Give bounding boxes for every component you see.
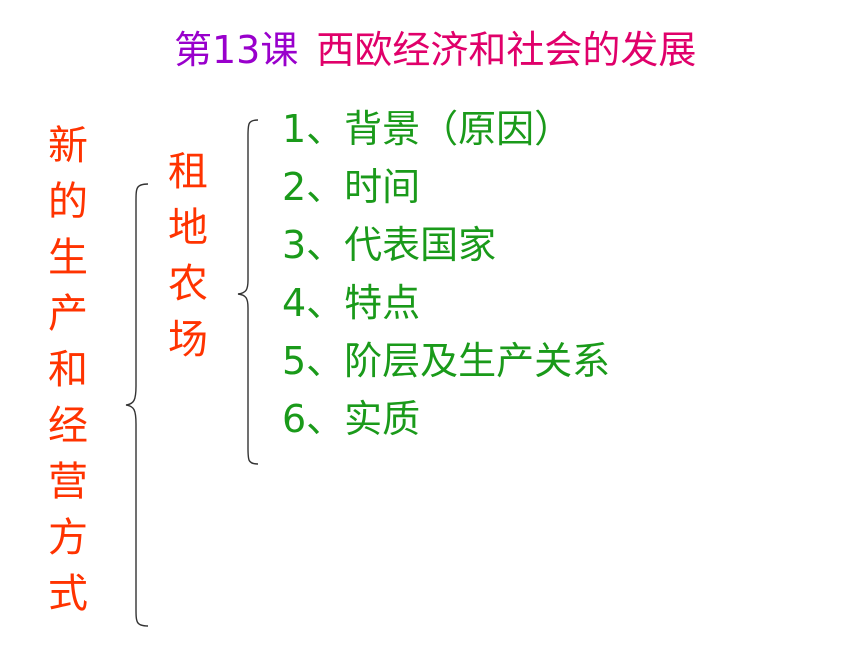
left-vertical-char: 和 xyxy=(48,347,88,393)
lesson-subject: 西欧经济和社会的发展 xyxy=(316,28,697,72)
left-vertical-char: 式 xyxy=(48,571,88,617)
mid-vertical-char: 租 xyxy=(168,149,208,195)
mid-vertical-char: 农 xyxy=(168,261,208,307)
left-vertical-char: 经 xyxy=(48,403,88,449)
left-vertical-label: 新 的 生 产 和 经 营 方 式 xyxy=(44,118,92,622)
topic-list: 1、背景（原因） 2、时间 3、代表国家 4、特点 5、阶层及生产关系 6、实质 xyxy=(282,100,610,448)
mid-vertical-char: 地 xyxy=(168,205,208,251)
topic-item-classes: 5、阶层及生产关系 xyxy=(282,339,611,383)
left-vertical-char: 新 xyxy=(48,123,88,169)
left-vertical-char: 生 xyxy=(48,235,88,281)
topic-item-background: 1、背景（原因） xyxy=(282,107,573,151)
topic-item-features: 4、特点 xyxy=(282,281,421,325)
topic-item-time: 2、时间 xyxy=(282,165,421,209)
outer-brace xyxy=(125,183,149,627)
left-vertical-char: 营 xyxy=(48,459,88,505)
topic-item-essence: 6、实质 xyxy=(282,397,421,441)
inner-brace xyxy=(237,119,259,465)
left-vertical-char: 的 xyxy=(48,179,88,225)
mid-vertical-label: 租 地 农 场 xyxy=(166,144,210,368)
topic-item-countries: 3、代表国家 xyxy=(282,223,497,267)
left-vertical-char: 产 xyxy=(48,291,88,337)
lesson-number: 第13课 xyxy=(174,28,299,72)
left-vertical-char: 方 xyxy=(48,515,88,561)
mid-vertical-char: 场 xyxy=(168,317,208,363)
slide-title: 第13课西欧经济和社会的发展 xyxy=(174,22,696,78)
